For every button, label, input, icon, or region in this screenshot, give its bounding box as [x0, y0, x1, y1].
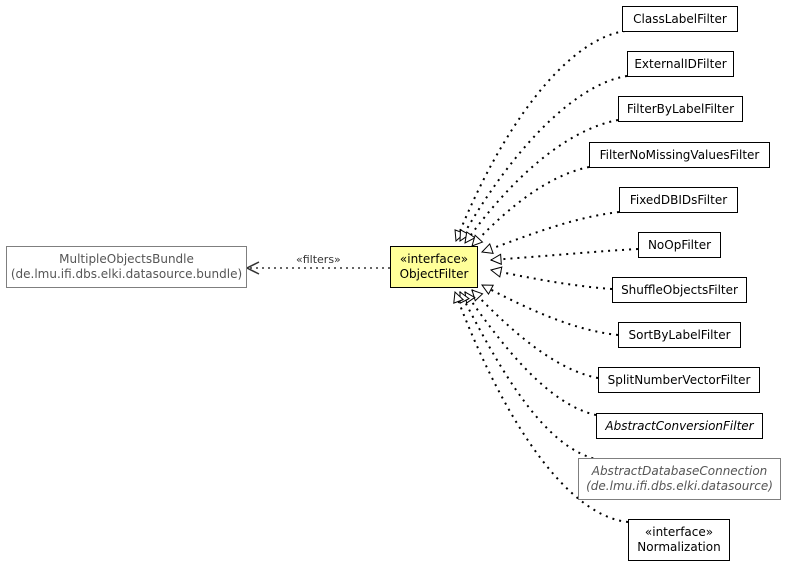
multipleobjectsbundle-class[interactable]: MultipleObjectsBundle (de.lmu.ifi.dbs.el…	[6, 246, 247, 288]
package-name: (de.lmu.ifi.dbs.elki.datasource.bundle)	[10, 267, 243, 281]
edge-abstractconversionfilter	[464, 292, 597, 416]
class-abstractdatabaseconnection[interactable]: AbstractDatabaseConnection (de.lmu.ifi.d…	[578, 458, 781, 500]
package-name: (de.lmu.ifi.dbs.elki.datasource)	[586, 479, 773, 493]
class-filterbylabelfilter[interactable]: FilterByLabelFilter	[618, 96, 743, 122]
class-shuffleobjectsfilter[interactable]: ShuffleObjectsFilter	[612, 277, 747, 303]
stereotype-label: «interface»	[399, 252, 469, 266]
edge-classlabelfilter	[456, 30, 626, 241]
edge-filterbylabelfilter	[464, 119, 619, 243]
interface-name: ObjectFilter	[399, 267, 469, 281]
stereotype-label: «interface»	[644, 525, 714, 539]
class-sortbylabelfilter[interactable]: SortByLabelFilter	[618, 322, 741, 348]
class-name: ExternalIDFilter	[634, 56, 727, 71]
class-name: NoOpFilter	[647, 237, 712, 252]
edge-abstractdatabaseconnection	[459, 292, 601, 461]
objectfilter-interface[interactable]: «interface» ObjectFilter	[390, 246, 478, 288]
class-name: FilterNoMissingValuesFilter	[599, 147, 760, 162]
edge-sortbylabelfilter	[482, 284, 619, 336]
class-noopfilter[interactable]: NoOpFilter	[638, 232, 721, 258]
class-filternomissingvaluesfilter[interactable]: FilterNoMissingValuesFilter	[589, 142, 770, 168]
edge-splitnumbervectorfilter	[472, 290, 599, 379]
class-fixeddbidsfilter[interactable]: FixedDBIDsFilter	[619, 187, 738, 213]
edge-shuffleobjectsfilter	[491, 270, 613, 290]
edge-normalization	[455, 292, 629, 523]
class-splitnumbervectorfilter[interactable]: SplitNumberVectorFilter	[598, 367, 760, 393]
association-label: «filters»	[296, 253, 341, 266]
class-name: AbstractConversionFilter	[605, 418, 754, 433]
edge-noopfilter	[491, 248, 639, 260]
class-name: AbstractDatabaseConnection	[591, 464, 768, 478]
class-name: FilterByLabelFilter	[626, 101, 735, 116]
class-name: MultipleObjectsBundle	[59, 252, 194, 266]
class-name: SplitNumberVectorFilter	[607, 372, 751, 387]
normalization-interface[interactable]: «interface» Normalization	[628, 519, 730, 561]
class-name: ClassLabelFilter	[633, 11, 727, 26]
class-abstractconversionfilter[interactable]: AbstractConversionFilter	[596, 413, 763, 439]
class-externalidfilter[interactable]: ExternalIDFilter	[627, 51, 734, 77]
class-name: SortByLabelFilter	[628, 327, 731, 342]
class-name: FixedDBIDsFilter	[629, 192, 728, 207]
class-classlabelfilter[interactable]: ClassLabelFilter	[622, 6, 738, 32]
interface-name: Normalization	[637, 540, 721, 554]
edge-externalidfilter	[459, 75, 628, 241]
class-name: ShuffleObjectsFilter	[621, 282, 738, 297]
edge-filternomissingvaluesfilter	[472, 166, 590, 246]
edge-fixeddbidsfilter	[482, 211, 620, 252]
